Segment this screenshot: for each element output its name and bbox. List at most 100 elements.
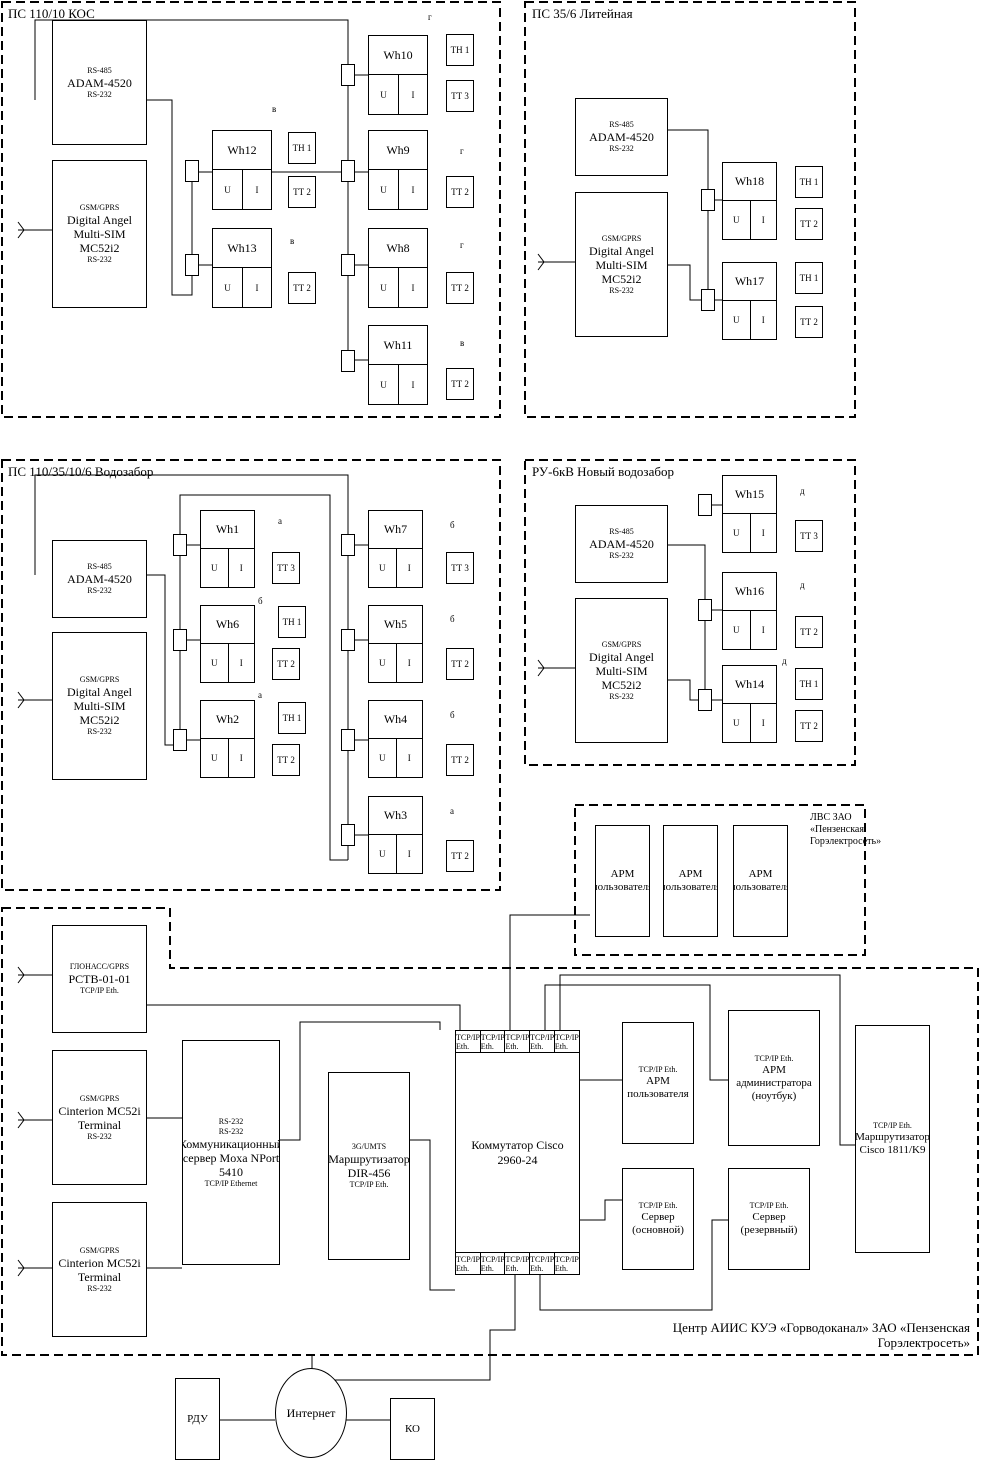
wire-moxa-to-switch (280, 1021, 441, 1141)
kos-coupler-wh10 (341, 64, 355, 86)
novy-sensor-tt-wh16: ТТ 2 (795, 616, 823, 648)
kos-coupler-wh9 (341, 160, 355, 182)
vod-adam-rs485: RS-485 (87, 562, 112, 571)
external-ko: КО (390, 1398, 435, 1460)
center-dir-tcp: TCP/IP Eth. (349, 1180, 389, 1189)
lit-adam-rs232: RS-232 (609, 144, 634, 153)
center-moxa-rs232-a: RS-232 (218, 1116, 244, 1126)
center-arm-user-label: АРМ пользователя (627, 1075, 689, 1100)
switch-port-top-3: TCP/IP Eth. (505, 1031, 531, 1053)
vod-phase-wh5: б (450, 614, 455, 624)
center-cinterion-2-rs232: RS-232 (87, 1283, 112, 1293)
center-cinterion-1-gsm: GSM/GPRS (79, 1093, 120, 1103)
meter-wh13-i: I (242, 268, 271, 307)
meter-wh14-u: U (733, 718, 740, 728)
lit-sensor-th-wh17: ТН 1 (795, 262, 823, 294)
meter-wh1-name: Wh1 (201, 511, 254, 549)
wire-switch-to-server (580, 1199, 622, 1221)
meter-wh13-name: Wh13 (213, 229, 271, 268)
meter-wh17: Wh17 U I (722, 262, 777, 340)
center-arm-admin-tcp: TCP/IP Eth. (754, 1053, 794, 1063)
vod-sensor-tt-wh4: ТТ 2 (446, 744, 474, 776)
meter-wh5-u: U (379, 658, 386, 668)
meter-wh3-name: Wh3 (369, 797, 422, 835)
zone-title-lvs: ЛВС ЗАО «Пензенская Горэлектросеть» (810, 812, 882, 847)
kos-coupler-wh8 (341, 254, 355, 276)
novy-angel-rs232: RS-232 (609, 691, 634, 701)
meter-wh12-name: Wh12 (213, 131, 271, 170)
center-server-main-label: Сервер (основной) (632, 1211, 684, 1236)
kos-coupler-wh13 (185, 254, 199, 276)
kos-adam-rs232: RS-232 (87, 89, 112, 99)
meter-wh5-i: I (395, 644, 423, 682)
antenna-novy (537, 659, 575, 677)
center-pctb-name: PCTB-01-01 (68, 972, 131, 986)
meter-wh1: Wh1 U I (200, 510, 255, 588)
switch-port-bot-3: TCP/IP Eth. (505, 1252, 531, 1274)
kos-sensor-tt-wh11: ТТ 2 (446, 368, 474, 400)
wire-switch-to-arm (544, 984, 728, 1081)
center-router-tcp: TCP/IP Eth. (873, 1121, 912, 1130)
kos-angel-name: Digital Angel Multi-SIM MC52i2 (67, 213, 132, 255)
vod-angel-rs232: RS-232 (87, 727, 112, 736)
center-glonass: ГЛОНАСС/GPRS PCTB-01-01 TCP/IP Eth. (52, 925, 147, 1033)
zone-title-vodozabor: ПС 110/35/10/6 Водозабор (8, 464, 154, 479)
kos-angel-rs232: RS-232 (87, 255, 112, 264)
meter-wh16-u: U (733, 625, 740, 635)
novy-angel: GSM/GPRS Digital Angel Multi-SIM MC52i2 … (575, 598, 668, 743)
external-ko-label: КО (404, 1422, 420, 1435)
vod-coupler-wh4 (341, 729, 355, 751)
meter-wh6-name: Wh6 (201, 606, 254, 644)
novy-phase-wh16: д (800, 580, 805, 590)
center-server-res-label: Сервер (резервный) (740, 1211, 798, 1236)
meter-wh4: Wh4 U I (368, 700, 423, 778)
switch-port-bot-5: TCP/IP Eth. (554, 1252, 579, 1274)
meter-wh9: Wh9 U I (368, 130, 428, 210)
center-moxa-name: Коммуникационный сервер Moxa NPort 5410 (182, 1136, 280, 1179)
center-glonass-tcp: TCP/IP Eth. (80, 986, 119, 995)
vod-coupler-wh1 (173, 534, 187, 556)
zone-novy-border (524, 459, 856, 766)
meter-wh4-name: Wh4 (369, 701, 422, 739)
meter-wh2-u: U (211, 753, 218, 763)
switch-port-top-4: TCP/IP Eth. (530, 1031, 555, 1053)
switch-port-top-1: TCP/IP Eth. (456, 1031, 481, 1053)
novy-angel-gsm: GSM/GPRS (601, 639, 642, 649)
vod-angel-name: Digital Angel Multi-SIM MC52i2 (67, 685, 132, 727)
kos-adam-rs485: RS-485 (87, 65, 112, 75)
center-moxa-tcp: TCP/IP Ethernet (204, 1178, 258, 1188)
lit-angel-name: Digital Angel Multi-SIM MC52i2 (589, 243, 654, 286)
zone-kos-border (1, 1, 501, 418)
meter-wh4-i: I (395, 739, 423, 777)
meter-wh1-u: U (211, 563, 218, 573)
kos-phase-wh10: г (428, 12, 432, 22)
meter-wh5-name: Wh5 (369, 606, 422, 644)
center-arm-user-tcp: TCP/IP Eth. (638, 1065, 678, 1074)
lvs-arm-2-label: АРМ пользователя (664, 868, 717, 893)
meter-wh18-u: U (733, 215, 740, 225)
meter-wh16: Wh16 U I (722, 572, 777, 650)
kos-adam-name: ADAM-4520 (67, 75, 132, 90)
meter-wh11: Wh11 U I (368, 325, 428, 405)
meter-wh1-i: I (227, 549, 255, 587)
kos-coupler-wh11 (341, 350, 355, 372)
meter-wh17-u: U (733, 315, 740, 325)
meter-wh13: Wh13 U I (212, 228, 272, 308)
meter-wh10-i: I (398, 75, 427, 114)
wire-switch-to-lvs (509, 914, 590, 1030)
lvs-arm-3: АРМ пользователя (733, 825, 788, 937)
novy-coupler-wh16 (698, 599, 712, 621)
external-rdu-label: РДУ (187, 1412, 208, 1425)
meter-wh8: Wh8 U I (368, 228, 428, 308)
vod-coupler-wh7 (341, 534, 355, 556)
novy-adam-rs485: RS-485 (609, 527, 634, 536)
wire-kos-rs485 (34, 19, 349, 100)
novy-angel-name: Digital Angel Multi-SIM MC52i2 (589, 649, 654, 692)
center-switch-name: Коммутатор Cisco 2960-24 (471, 1137, 564, 1167)
zone-lvs-border (574, 804, 866, 956)
meter-wh13-u: U (224, 282, 231, 293)
zone-title-liteynaya: ПС 35/6 Литейная (532, 6, 633, 21)
meter-wh17-i: I (749, 301, 777, 339)
kos-sensor-th-wh12: ТН 1 (288, 132, 316, 164)
lit-sensor-th-wh18: ТН 1 (795, 166, 823, 198)
